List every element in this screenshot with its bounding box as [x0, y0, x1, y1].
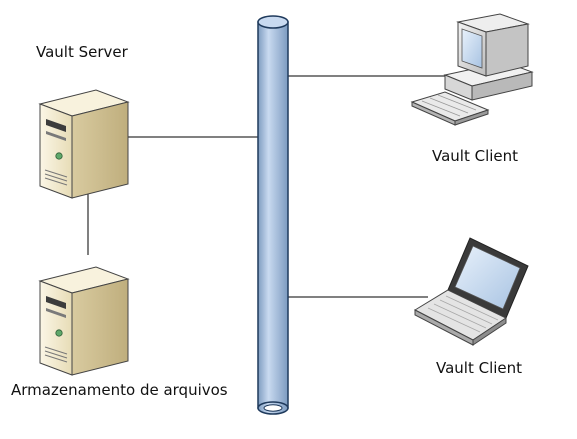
file-storage-label: Armazenamento de arquivos [11, 381, 228, 399]
connection-lines [87, 75, 452, 298]
network-bus-pipe [257, 15, 289, 415]
storage-server-icon [38, 266, 130, 376]
server-tower-icon [38, 89, 130, 199]
desktop-client-label: Vault Client [432, 147, 519, 165]
vault-server-label: Vault Server [36, 43, 128, 61]
laptop-client-label: Vault Client [436, 359, 523, 377]
laptop-icon [413, 237, 529, 346]
desktop-computer-icon [410, 13, 534, 126]
